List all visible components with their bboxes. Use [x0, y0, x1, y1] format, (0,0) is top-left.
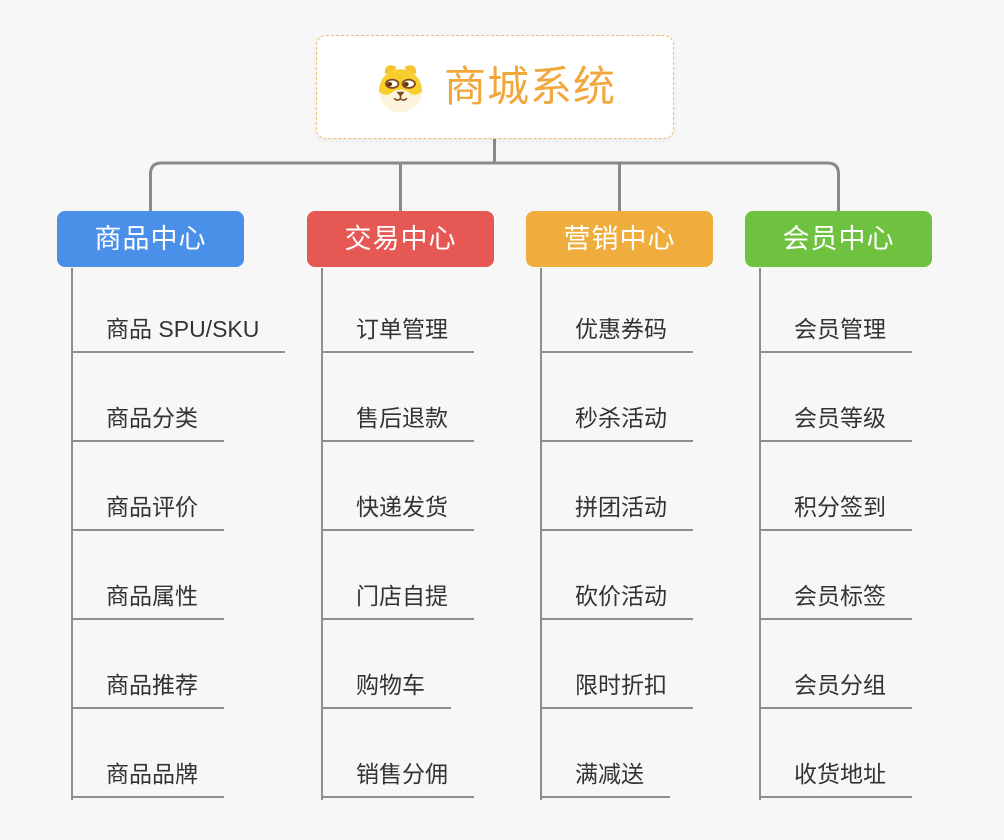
child-node[interactable]: 收货地址	[759, 709, 912, 798]
child-node[interactable]: 会员等级	[759, 353, 912, 442]
child-node[interactable]: 优惠券码	[540, 264, 693, 353]
branch-vertical-line	[321, 268, 323, 800]
branch-children: 会员管理 会员等级 积分签到 会员标签 会员分组 收货地址	[759, 264, 912, 798]
branch-header-4[interactable]: 会员中心	[745, 211, 932, 267]
child-node[interactable]: 购物车	[321, 620, 451, 709]
branch-header-3[interactable]: 营销中心	[526, 211, 713, 267]
child-node[interactable]: 拼团活动	[540, 442, 693, 531]
child-node[interactable]: 秒杀活动	[540, 353, 693, 442]
branch-label: 商品中心	[94, 223, 207, 254]
child-node[interactable]: 商品品牌	[71, 709, 224, 798]
child-node[interactable]: 商品 SPU/SKU	[71, 264, 286, 353]
child-node[interactable]: 商品推荐	[71, 620, 224, 709]
branch-label: 交易中心	[344, 223, 457, 254]
root-title: 商城系统	[443, 63, 616, 110]
child-node[interactable]: 砍价活动	[540, 531, 693, 620]
child-node[interactable]: 商品评价	[71, 442, 224, 531]
branch-children: 优惠券码 秒杀活动 拼团活动 砍价活动 限时折扣 满减送	[540, 264, 693, 798]
branch-label: 会员中心	[782, 223, 895, 254]
child-node[interactable]: 订单管理	[321, 264, 474, 353]
branch-header-2[interactable]: 交易中心	[307, 211, 494, 267]
branch-children: 商品 SPU/SKU 商品分类 商品评价 商品属性 商品推荐 商品品牌	[71, 264, 286, 798]
dog-face-icon	[378, 64, 423, 112]
branch-children: 订单管理 售后退款 快递发货 门店自提 购物车 销售分佣	[321, 264, 474, 798]
child-node[interactable]: 快递发货	[321, 442, 474, 531]
branch-vertical-line	[759, 268, 761, 800]
branch-label: 营销中心	[563, 223, 676, 254]
child-node[interactable]: 会员分组	[759, 620, 912, 709]
child-node[interactable]: 会员管理	[759, 264, 912, 353]
child-node[interactable]: 会员标签	[759, 531, 912, 620]
child-node[interactable]: 商品属性	[71, 531, 224, 620]
child-node[interactable]: 积分签到	[759, 442, 912, 531]
branch-vertical-line	[71, 268, 73, 800]
branch-vertical-line	[540, 268, 542, 800]
child-node[interactable]: 限时折扣	[540, 620, 693, 709]
child-node[interactable]: 售后退款	[321, 353, 474, 442]
child-node[interactable]: 销售分佣	[321, 709, 474, 798]
child-node[interactable]: 满减送	[540, 709, 670, 798]
branch-header-1[interactable]: 商品中心	[57, 211, 244, 267]
child-node[interactable]: 门店自提	[321, 531, 474, 620]
child-node[interactable]: 商品分类	[71, 353, 224, 442]
root-node[interactable]: 商城系统	[316, 35, 674, 139]
